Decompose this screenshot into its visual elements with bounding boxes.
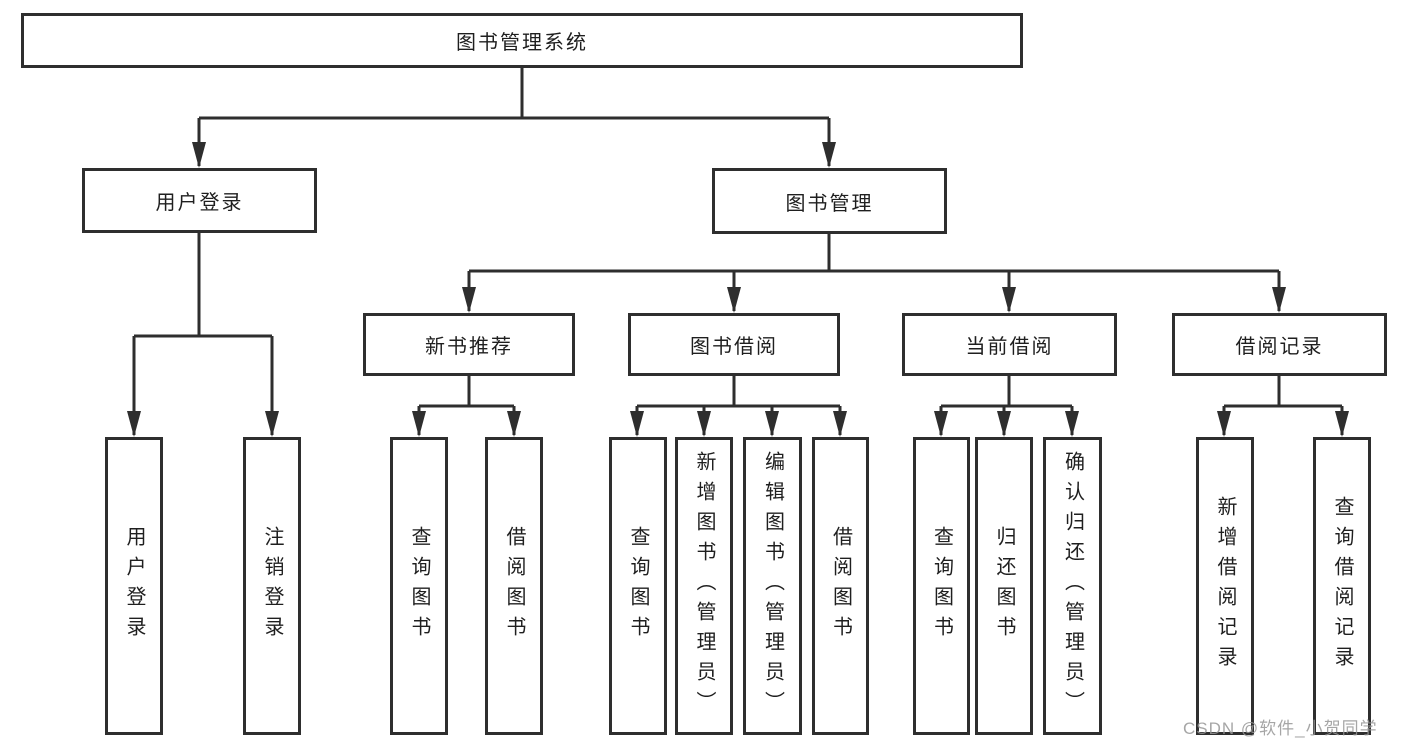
leaf-current-query-books: 查询图书 — [913, 437, 970, 735]
node-book-management: 图书管理 — [712, 168, 947, 234]
leaf-borrow-add-books-admin: 新增图书（管理员） — [675, 437, 733, 735]
leaf-newrec-borrow-books: 借阅图书 — [485, 437, 543, 735]
node-new-book-recommend: 新书推荐 — [363, 313, 575, 376]
leaf-current-return-books: 归还图书 — [975, 437, 1033, 735]
node-root-system: 图书管理系统 — [21, 13, 1023, 68]
leaf-borrow-borrow-books: 借阅图书 — [812, 437, 869, 735]
node-user-login: 用户登录 — [82, 168, 317, 233]
leaf-logout: 注销登录 — [243, 437, 301, 735]
leaf-records-add-record: 新增借阅记录 — [1196, 437, 1254, 735]
leaf-borrow-edit-books-admin: 编辑图书（管理员） — [743, 437, 802, 735]
leaf-user-login: 用户登录 — [105, 437, 163, 735]
leaf-records-query-record: 查询借阅记录 — [1313, 437, 1371, 735]
leaf-borrow-query-books: 查询图书 — [609, 437, 667, 735]
node-book-borrowing: 图书借阅 — [628, 313, 840, 376]
csdn-watermark: CSDN @软件_小贺同学 — [1183, 719, 1378, 738]
arrowheads — [127, 142, 1349, 437]
node-current-borrowing: 当前借阅 — [902, 313, 1117, 376]
leaf-newrec-query-books: 查询图书 — [390, 437, 448, 735]
node-borrowing-records: 借阅记录 — [1172, 313, 1387, 376]
leaf-current-confirm-return-admin: 确认归还（管理员） — [1043, 437, 1102, 735]
